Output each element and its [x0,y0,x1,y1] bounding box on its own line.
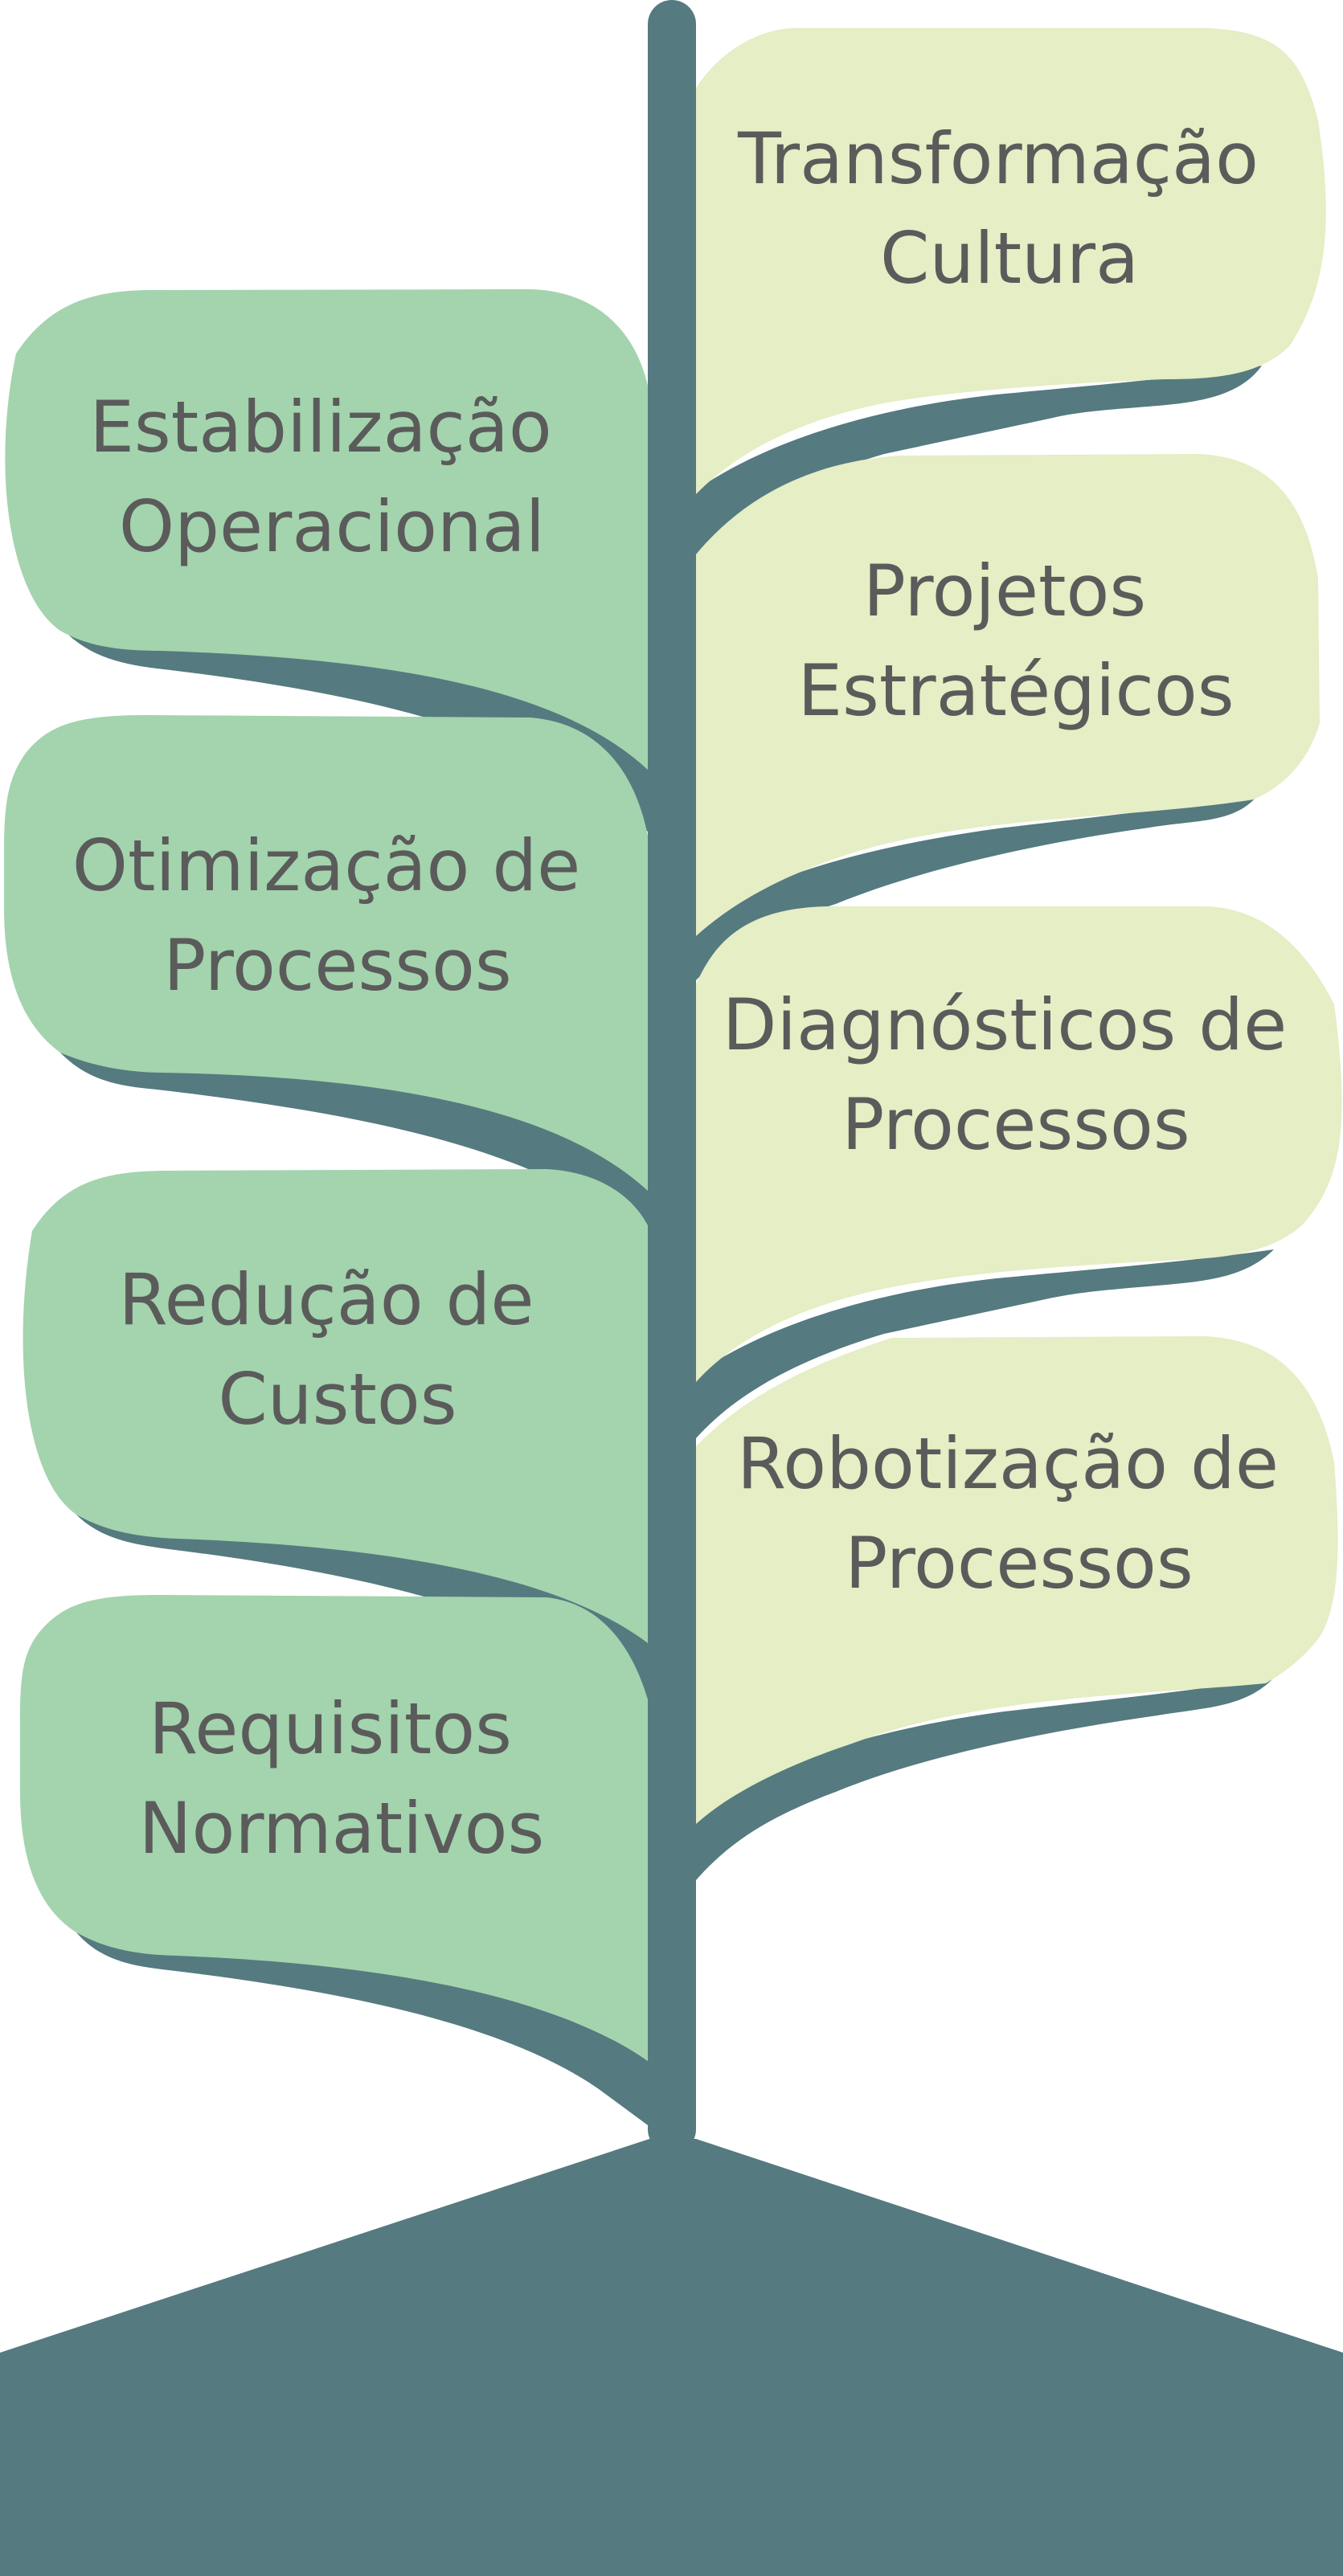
svg-text:Robotização de Processos: Robotização de Processos [737,1422,1301,1605]
leaf-label-line1: Robotização de [737,1422,1279,1505]
leaf-label-line2: Processos [841,1083,1190,1166]
leaf-label-line1: Projetos [863,550,1146,632]
leaf-label-line1: Transformação [737,117,1259,200]
svg-text:Redução de Custos: Redução de Custos [118,1258,556,1441]
tree-base [0,2139,1343,2576]
leaf-label-line1: Otimização de [72,824,581,907]
leaf-body [20,1595,648,2061]
leaf-label-line1: Estabilização [89,386,551,468]
leaf-shadow [696,1249,1274,1438]
leaf-label-line2: Operacional [119,485,545,568]
leaf-label-line2: Custos [218,1358,457,1441]
leaf-shadow [696,366,1262,554]
leaf-transformacao-cultura: Transformação Cultura [696,28,1326,554]
leaf-diagnosticos-de-processos: Diagnósticos de Processos [696,906,1342,1438]
leaf-requisitos-normativos: Requisitos Normativos [20,1595,648,2125]
svg-text:Transformação Cultura: Transformação Cultura [737,117,1281,300]
leaf-label-line2: Estratégicos [797,649,1234,732]
leaf-label-line2: Processos [845,1522,1194,1605]
leaf-reducao-de-custos: Redução de Custos [23,1169,648,1707]
svg-text:Requisitos Normativos: Requisitos Normativos [139,1687,545,1870]
tree-trunk [648,0,696,2153]
leaf-estabilizacao-operacional: Estabilização Operacional [5,289,648,832]
leaf-shadow [696,795,1258,980]
svg-text:Otimização de Processos: Otimização de Processos [72,824,604,1007]
leaf-label-line2: Normativos [139,1787,545,1870]
leaf-label-line1: Diagnósticos de [723,983,1287,1066]
leaf-body [5,289,648,770]
svg-text:Projetos Estratégicos: Projetos Estratégicos [797,550,1234,732]
leaf-body [4,715,648,1191]
leaf-shadow [60,1053,648,1233]
leaf-otimizacao-de-processos: Otimização de Processos [4,715,648,1233]
leaf-body [696,1336,1338,1824]
leaf-label-line2: Processos [163,924,512,1007]
leaf-robotizacao-de-processos: Robotização de Processos [696,1336,1338,1880]
svg-text:Estabilização Operaciona: Estabilização Operacional [89,386,574,568]
leaf-label-line2: Cultura [880,217,1139,300]
leaf-body [23,1169,648,1643]
leaf-body [696,28,1326,494]
leaf-label-line1: Redução de [118,1258,534,1341]
leaf-shadow [696,1678,1274,1880]
leaf-body [696,454,1320,936]
leaf-label-line1: Requisitos [149,1687,512,1770]
leaf-body [696,906,1342,1382]
leaf-projetos-estrategicos: Projetos Estratégicos [696,454,1320,980]
svg-text:Diagnósticos de Processo: Diagnósticos de Processos [723,983,1309,1166]
